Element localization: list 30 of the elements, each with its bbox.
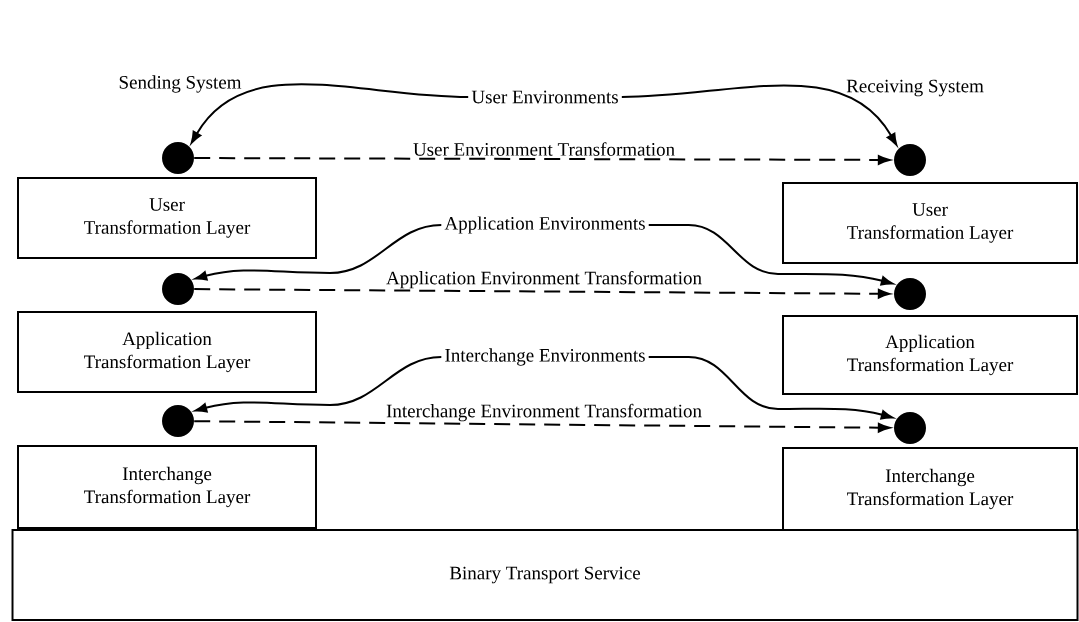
transport-box: Binary Transport Service <box>11 529 1079 621</box>
curved-arrow <box>620 84 898 146</box>
connection-dot <box>894 278 926 310</box>
edge-label: Application Environment Transformation <box>386 270 702 289</box>
system-heading: Receiving System <box>846 79 984 97</box>
curved-arrow <box>194 224 443 281</box>
connection-dot <box>894 412 926 444</box>
layer-box: Application Transformation Layer <box>782 315 1078 395</box>
layer-box: Interchange Transformation Layer <box>782 447 1078 531</box>
curved-arrow <box>190 83 470 144</box>
layer-box: User Transformation Layer <box>782 182 1078 264</box>
dashed-arrow <box>193 155 891 165</box>
layer-box: Application Transformation Layer <box>17 311 317 393</box>
connection-dot <box>162 273 194 305</box>
environment-label: Application Environments <box>441 213 649 237</box>
connection-dot <box>162 405 194 437</box>
layer-box: Interchange Transformation Layer <box>17 445 317 529</box>
dashed-arrow <box>193 420 891 433</box>
edge-label: User Environment Transformation <box>413 142 675 156</box>
dashed-arrow <box>193 288 891 299</box>
environment-label: User Environments <box>468 87 622 107</box>
environment-label: Interchange Environments <box>441 345 649 369</box>
connection-dot <box>162 142 194 174</box>
curved-arrow <box>647 224 894 286</box>
curved-arrow <box>194 356 443 413</box>
system-heading: Sending System <box>119 75 242 93</box>
edge-label: Interchange Environment Transformation <box>386 403 702 422</box>
connection-dot <box>894 144 926 176</box>
curved-arrow <box>647 356 894 420</box>
layer-box: User Transformation Layer <box>17 177 317 259</box>
